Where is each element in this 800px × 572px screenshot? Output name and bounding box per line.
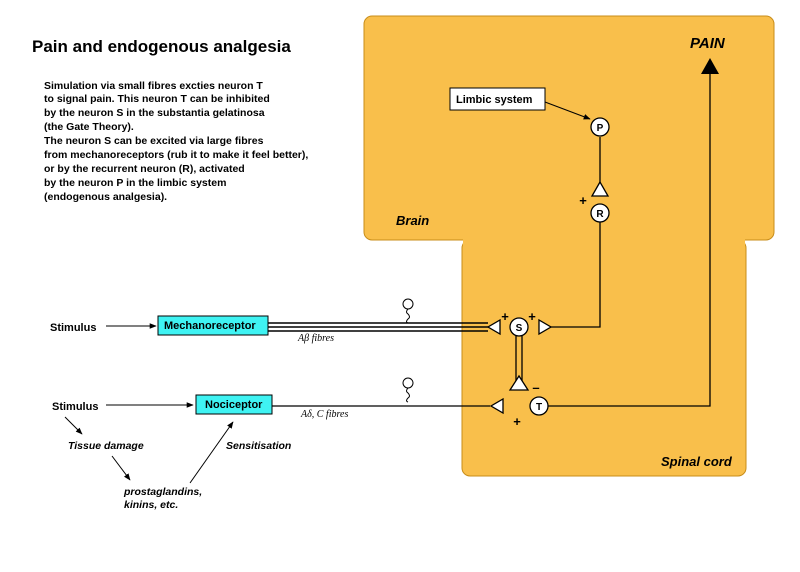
mediators-label-line1: prostaglandins, — [123, 486, 202, 498]
p-synapse-terminal — [590, 180, 610, 197]
large-fibre-prefix: A — [297, 333, 305, 344]
small-fibre-label: Aδ, C fibres — [300, 409, 348, 420]
large-fibre-suffix: fibres — [309, 333, 334, 344]
tissue-damage-label: Tissue damage — [68, 440, 144, 452]
description-line: The neuron S can be excited via large fi… — [44, 135, 264, 147]
spinal-cord-region — [461, 239, 747, 477]
sensitisation-label: Sensitisation — [226, 440, 291, 452]
mediators-to-nociceptor-arrow — [189, 421, 234, 484]
limbic-system-box — [449, 87, 546, 111]
description-line: Simulation via small fibres excties neur… — [44, 80, 263, 92]
r-axon — [550, 222, 601, 328]
neuron-p-label: P — [597, 123, 604, 134]
t-minus-sign: – — [532, 380, 539, 395]
t-ascending-axon — [548, 74, 711, 407]
mechanoreceptor-box — [157, 315, 269, 336]
mediators-label-line2: kinins, etc. — [124, 499, 178, 511]
spinal-cord-label: Spinal cord — [661, 454, 733, 469]
description-line: by the neuron P in the limbic system — [44, 177, 226, 189]
description-line: (endogenous analgesia). — [44, 191, 167, 203]
r-plus-sign: + — [579, 193, 587, 208]
large-fibre-greek: β — [303, 333, 309, 344]
description-text: Simulation via small fibres excties neur… — [44, 80, 308, 203]
description-line: by the neuron S in the substantia gelati… — [44, 107, 265, 119]
stimulus-label-top: Stimulus — [50, 322, 96, 334]
r-synapse-terminal — [538, 318, 553, 336]
pain-label: PAIN — [690, 35, 726, 52]
neuron-s-label: S — [516, 323, 523, 334]
stimulus-label-bottom: Stimulus — [52, 401, 98, 413]
page-title: Pain and endogenous analgesia — [32, 37, 291, 56]
description-line: from mechanoreceptors (rub it to make it… — [44, 149, 308, 161]
nociceptor-label: Nociceptor — [205, 399, 263, 411]
stimulus-to-tissue-damage-arrow — [64, 416, 83, 435]
s-synapse-terminal — [508, 374, 530, 391]
tissue-damage-to-mediators-arrow — [111, 455, 131, 481]
description-line: (the Gate Theory). — [44, 121, 134, 133]
small-fibre-ganglion-stalk — [406, 387, 410, 403]
limbic-to-p-arrow — [544, 101, 591, 120]
neuron-s — [509, 317, 529, 337]
neuron-r-label: R — [596, 209, 604, 220]
limbic-system-label: Limbic system — [456, 94, 533, 106]
small-fibre-synapse-terminal — [489, 397, 504, 415]
large-fibre-label: Aβ fibres — [297, 333, 334, 344]
large-fibre-synapse-terminal — [486, 318, 501, 336]
large-fibre-ganglion-stalk — [406, 308, 410, 324]
s-plus-sign-left: + — [501, 309, 509, 324]
pain-arrowhead — [701, 58, 719, 74]
brain-label: Brain — [396, 213, 429, 228]
large-fibre-ganglion — [402, 298, 414, 310]
s-plus-sign-right: + — [528, 309, 536, 324]
description-line: to signal pain. This neuron T can be inh… — [44, 93, 270, 105]
description-line: or by the recurrent neuron (R), activate… — [44, 163, 245, 175]
neuron-t-label: T — [536, 402, 542, 413]
nociceptor-box — [195, 394, 273, 415]
mechanoreceptor-label: Mechanoreceptor — [164, 320, 256, 332]
small-fibre-ganglion — [402, 377, 414, 389]
neuron-p — [590, 117, 610, 137]
t-plus-sign: + — [513, 414, 521, 429]
